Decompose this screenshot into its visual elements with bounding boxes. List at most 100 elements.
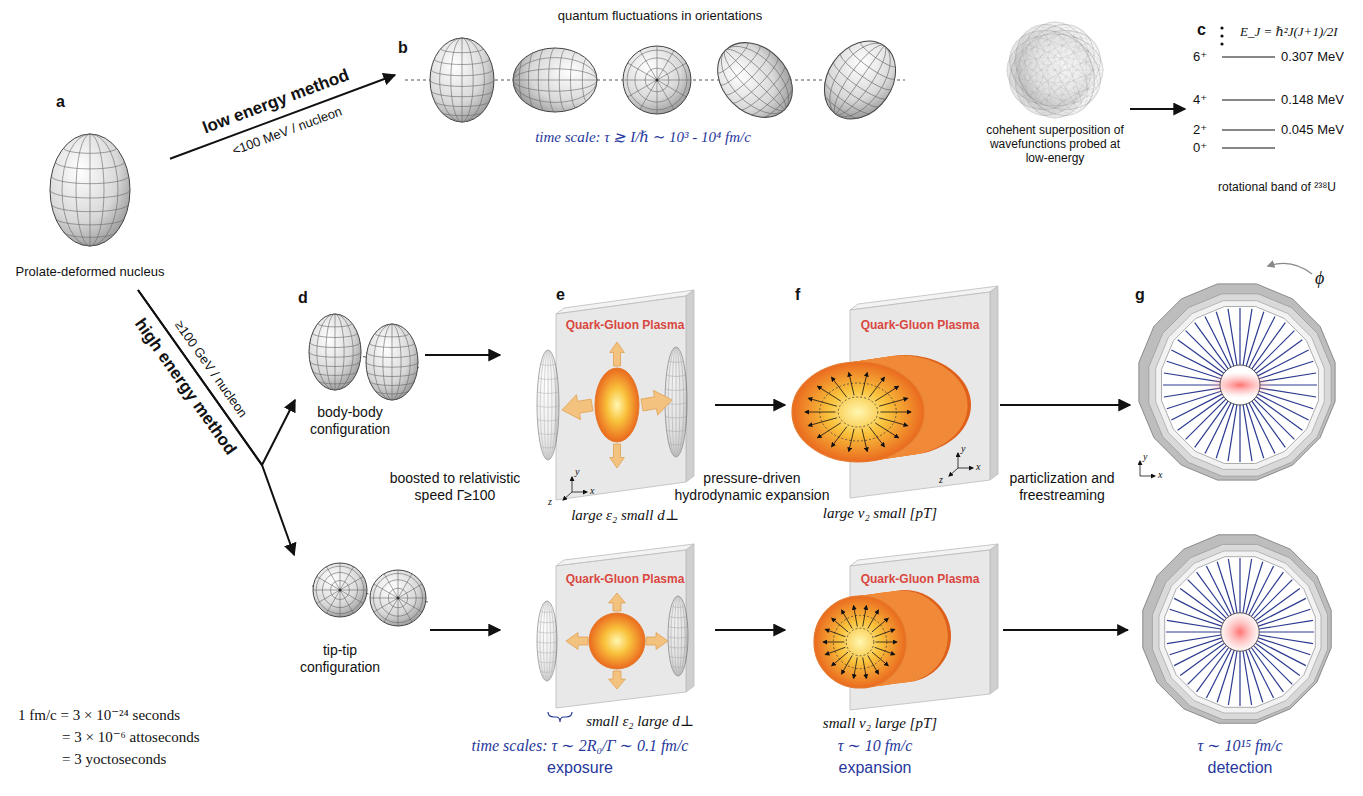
axis-label: x [590,485,594,497]
detector-inner [1165,557,1316,708]
meridian-line [717,42,792,117]
meridian-line [678,596,679,676]
flow-arrow [863,606,867,627]
level-spin: 4⁺ [1193,92,1207,108]
nucleus-end-on [313,563,367,617]
particle-track [1167,620,1221,629]
particle-track [1239,308,1240,365]
particle-track [1195,401,1229,447]
particle-track [1206,566,1231,615]
parallel-line [541,364,556,366]
flow-arrow [868,610,879,628]
particle-track [1239,558,1240,613]
particle-track [1171,394,1222,420]
particle-track [1188,580,1227,619]
parallel-line [55,218,124,225]
unit-note: 1 fm/c = 3 × 10⁻²⁴ seconds [18,706,180,724]
plate-title: Quark-Gluon Plasma [566,318,685,332]
parallel-line [441,49,483,53]
flow-arrow [875,423,898,438]
parallel-line [313,333,358,338]
flow-arrow [849,429,854,452]
parallel-line [539,378,558,380]
parallel-line [669,656,686,658]
azimuth-arrow [1268,263,1312,274]
particle-track [1246,562,1263,614]
flow-arrow [875,386,898,401]
meridian-line [317,577,340,591]
meridian-line [544,601,551,681]
nucleus [1000,10,1110,129]
meridian-line [513,80,597,81]
particle-track [1167,361,1221,379]
process-arrow [715,629,785,631]
level-energy: 0.148 MeV [1281,92,1344,108]
parallel-line [51,176,128,184]
formula-text: E_J = ℏ²J(J+1)/2I [1240,24,1338,40]
meridian-line [398,574,412,598]
parallel-line [538,661,555,663]
axis-line [572,477,573,492]
flow-arrow [823,642,844,643]
parallel-line [741,66,789,114]
node-caption: Prolate-deformed nucleus [16,264,165,280]
detector-outer [1143,535,1331,723]
level-energy: 0.045 MeV [1281,122,1344,138]
flow-arrow [805,412,835,413]
meridian-line [317,314,353,390]
flow-arrow [825,647,845,654]
axis-line [1140,476,1155,477]
meridian-line [640,51,657,80]
particle-track [1180,589,1224,621]
parallel-line [665,388,686,390]
parallel-line [441,112,483,116]
meridian-line [340,590,367,591]
level-spin: 6⁺ [1193,49,1207,65]
pressure-arrow [566,633,588,650]
meridian-line [313,590,340,591]
meridian-line [327,590,341,613]
meridian-line [398,598,412,622]
parallel-line [313,371,358,376]
node-caption: large ε₂ small d⊥ [571,506,679,524]
meridian-line [398,584,422,598]
meridian-line [340,590,363,604]
particle-track [1188,646,1227,685]
parallel-line [375,334,409,337]
plate-title: Quark-Gluon Plasma [861,572,980,586]
time-scale-label: τ ∼ 10 fm/c [838,736,913,755]
parallel-line [537,641,557,643]
axis-label: y [961,443,965,455]
meridian-line [640,80,657,109]
nucleus [1000,10,1110,129]
stage-label: detection [1208,758,1273,777]
parallel-line [669,616,686,618]
nucleus [668,596,688,676]
parallel-line [750,75,793,118]
meridian-line [628,63,657,80]
node-caption: small ε₂ large d⊥ [586,712,694,730]
meridian-line [628,80,657,97]
pole-dot [655,78,658,81]
particle-track [1228,559,1237,613]
parallel-line [668,636,688,638]
parallel-line [1050,85,1094,113]
particle-track [1246,650,1263,702]
nucleus-end-on [623,46,691,114]
flow-arrow [808,398,837,406]
panel-letter: a [56,92,65,111]
meridian-line [440,38,485,122]
collision-glow [1206,372,1274,398]
nucleus-body [623,46,691,114]
meridian-line [657,80,674,109]
meridian-line [76,134,104,246]
parallel-line [318,324,352,327]
parallel-line [64,148,117,153]
meridian-line [90,134,91,246]
particle-track [1249,403,1275,454]
ellipsis-dot [1220,42,1223,45]
process-arrow [425,354,500,356]
flow-arrow [880,412,910,413]
orientation-panel: bquantum fluctuations in orientationstim… [395,5,1130,185]
parallel-line [582,59,586,101]
